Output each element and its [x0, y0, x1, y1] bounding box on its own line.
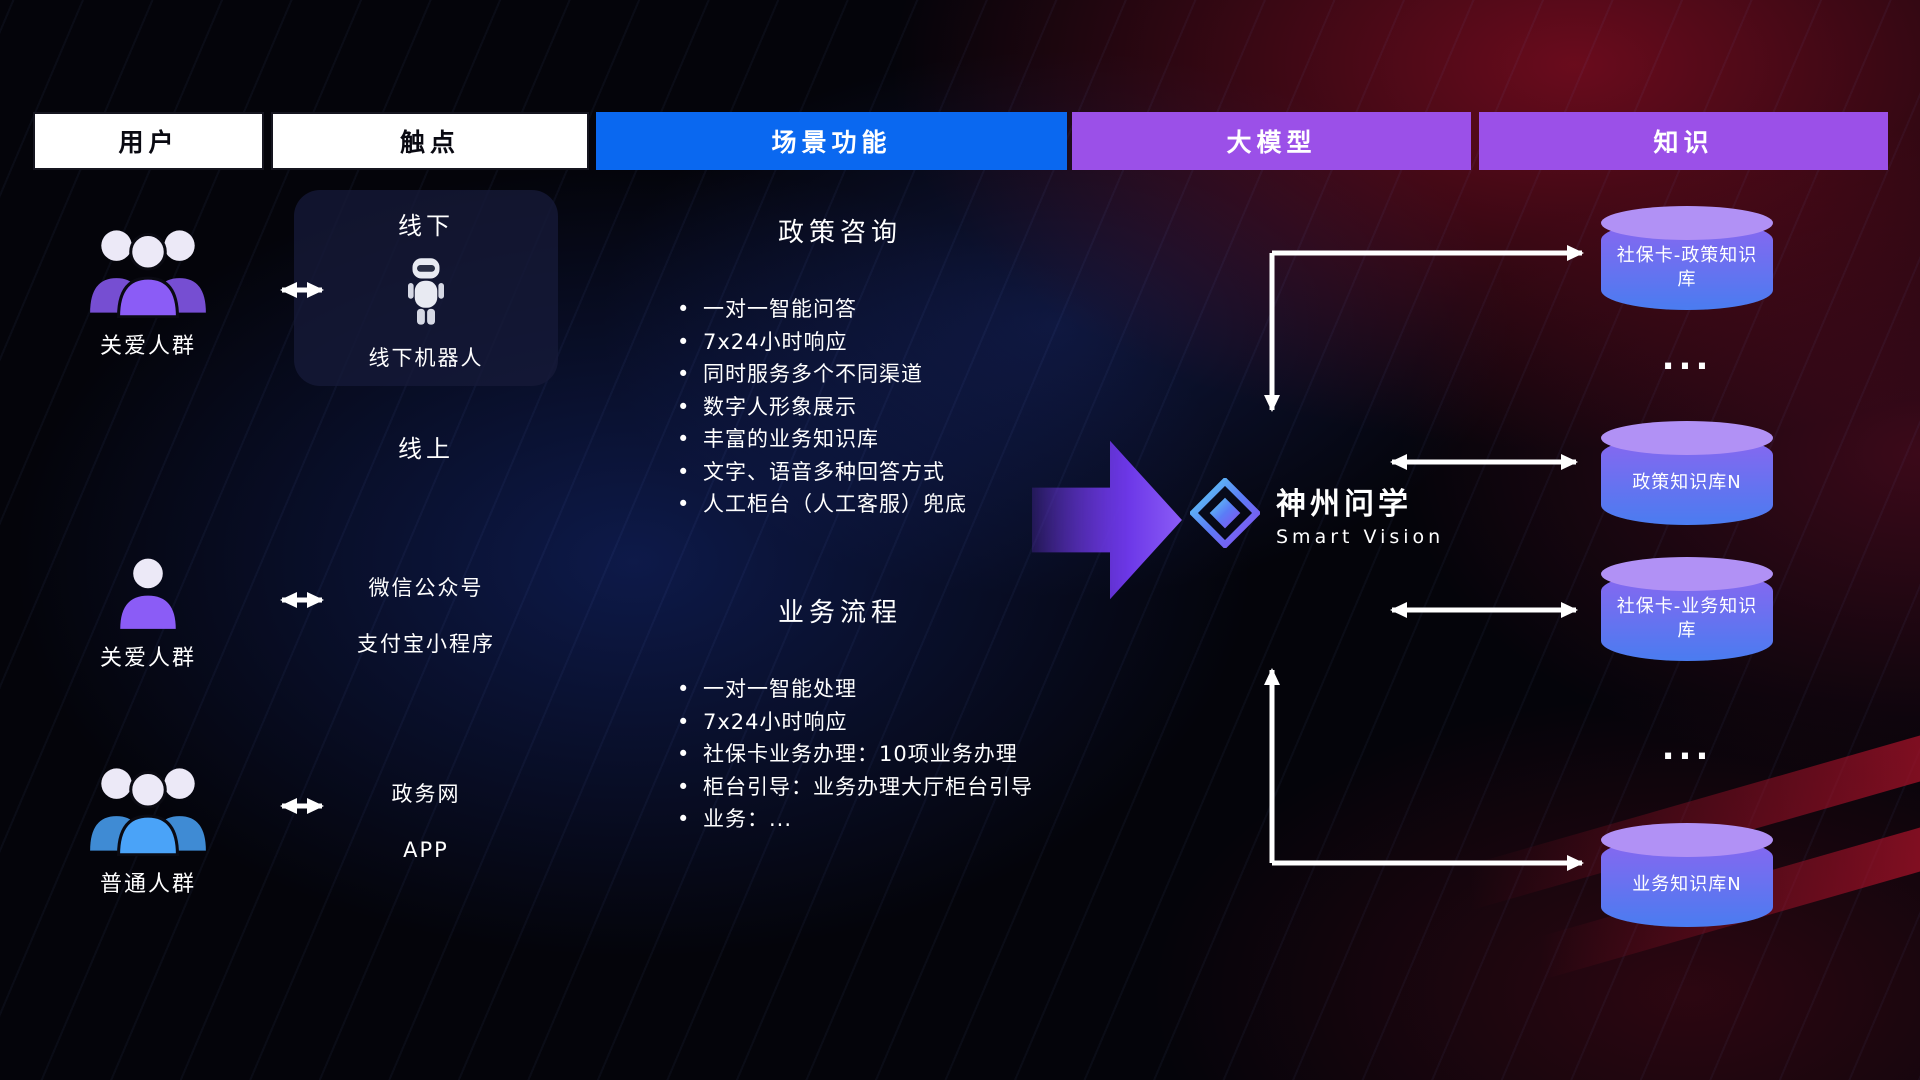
user-group-label: 普通人群 — [99, 872, 196, 897]
scene-policy-consult: 政策咨询 一对一智能问答 7x24小时响应 同时服务多个不同渠道 数字人形象展示… — [620, 212, 1060, 521]
header-tab-scene-functions: 场景功能 — [596, 112, 1067, 170]
header-tab-label: 知识 — [1653, 128, 1714, 157]
touchpoint-wechat: 微信公众号 — [368, 576, 484, 600]
online-title: 线上 — [398, 435, 454, 463]
robot-icon — [403, 256, 449, 328]
header-tab-label: 触点 — [399, 128, 460, 157]
model-subtitle: Smart Vision — [1276, 525, 1445, 548]
model-logo: 神州问学 Smart Vision — [1190, 478, 1444, 548]
cylinder-top — [1601, 557, 1773, 591]
users-group-icon — [82, 756, 214, 856]
knowledge-db-label: 业务知识库N — [1632, 874, 1742, 895]
header-tab-knowledge: 知识 — [1479, 112, 1888, 170]
header-tab-users: 用户 — [33, 112, 264, 170]
offline-touchpoint-panel: 线下 线下机器人 — [294, 190, 558, 386]
diamond-logo-icon — [1190, 478, 1260, 548]
knowledge-ellipsis: ... — [1661, 338, 1713, 378]
scene-business-process: 业务流程 一对一智能处理 7x24小时响应 社保卡业务办理：10项业务办理 柜台… — [620, 592, 1060, 836]
scene-bullet: 社保卡业务办理：10项业务办理 — [677, 738, 1060, 771]
scene-bullet: 同时服务多个不同渠道 — [677, 358, 1060, 391]
knowledge-ellipsis: ... — [1661, 728, 1713, 768]
scene-bullet: 一对一智能处理 — [677, 673, 1060, 706]
knowledge-db-policy-n: 政策知识库N — [1601, 421, 1773, 525]
scene-bullet: 业务：... — [677, 803, 1060, 836]
knowledge-db-policy-ssc: 社保卡-政策知识库 — [1601, 206, 1773, 310]
scene-bullet-list: 一对一智能处理 7x24小时响应 社保卡业务办理：10项业务办理 柜台引导：业务… — [677, 673, 1060, 836]
scene-bullet-list: 一对一智能问答 7x24小时响应 同时服务多个不同渠道 数字人形象展示 丰富的业… — [677, 293, 1060, 521]
scene-bullet: 丰富的业务知识库 — [677, 423, 1060, 456]
user-group-care-2: 关爱人群 — [68, 552, 228, 672]
scene-bullet: 7x24小时响应 — [677, 326, 1060, 359]
header-tab-label: 用户 — [118, 128, 179, 157]
header-tab-touchpoints: 触点 — [271, 112, 589, 170]
scene-bullet: 数字人形象展示 — [677, 391, 1060, 424]
header-tab-large-model: 大模型 — [1072, 112, 1471, 170]
knowledge-db-business-ssc: 社保卡-业务知识库 — [1601, 557, 1773, 661]
scene-bullet: 文字、语音多种回答方式 — [677, 456, 1060, 489]
cylinder-top — [1601, 823, 1773, 857]
users-group-icon — [82, 218, 214, 318]
touchpoint-app: APP — [403, 838, 449, 862]
offline-title: 线下 — [398, 212, 454, 240]
user-group-label: 关爱人群 — [99, 646, 196, 671]
model-logo-text: 神州问学 Smart Vision — [1276, 479, 1444, 548]
knowledge-db-business-n: 业务知识库N — [1601, 823, 1773, 927]
knowledge-db-label: 社保卡-政策知识库 — [1616, 245, 1758, 290]
header-tab-label: 大模型 — [1226, 128, 1317, 157]
scene-bullet: 人工柜台（人工客服）兜底 — [677, 488, 1060, 521]
knowledge-db-label: 政策知识库N — [1632, 472, 1742, 493]
offline-device-label: 线下机器人 — [368, 346, 484, 370]
touchpoint-govweb: 政务网 — [391, 782, 461, 806]
header-tab-label: 场景功能 — [771, 128, 892, 157]
scene-bullet: 一对一智能问答 — [677, 293, 1060, 326]
user-group-label: 关爱人群 — [99, 334, 196, 359]
user-single-icon — [111, 552, 185, 630]
knowledge-db-label: 社保卡-业务知识库 — [1616, 596, 1758, 641]
touchpoint-alipay: 支付宝小程序 — [357, 632, 495, 656]
cylinder-top — [1601, 421, 1773, 455]
user-group-care-1: 关爱人群 — [68, 218, 228, 360]
scene-title: 业务流程 — [777, 598, 902, 628]
user-group-general: 普通人群 — [68, 756, 228, 898]
scene-bullet: 柜台引导：业务办理大厅柜台引导 — [677, 771, 1060, 804]
model-name: 神州问学 — [1276, 486, 1412, 522]
cylinder-top — [1601, 206, 1773, 240]
scene-bullet: 7x24小时响应 — [677, 706, 1060, 739]
scene-title: 政策咨询 — [777, 218, 902, 248]
